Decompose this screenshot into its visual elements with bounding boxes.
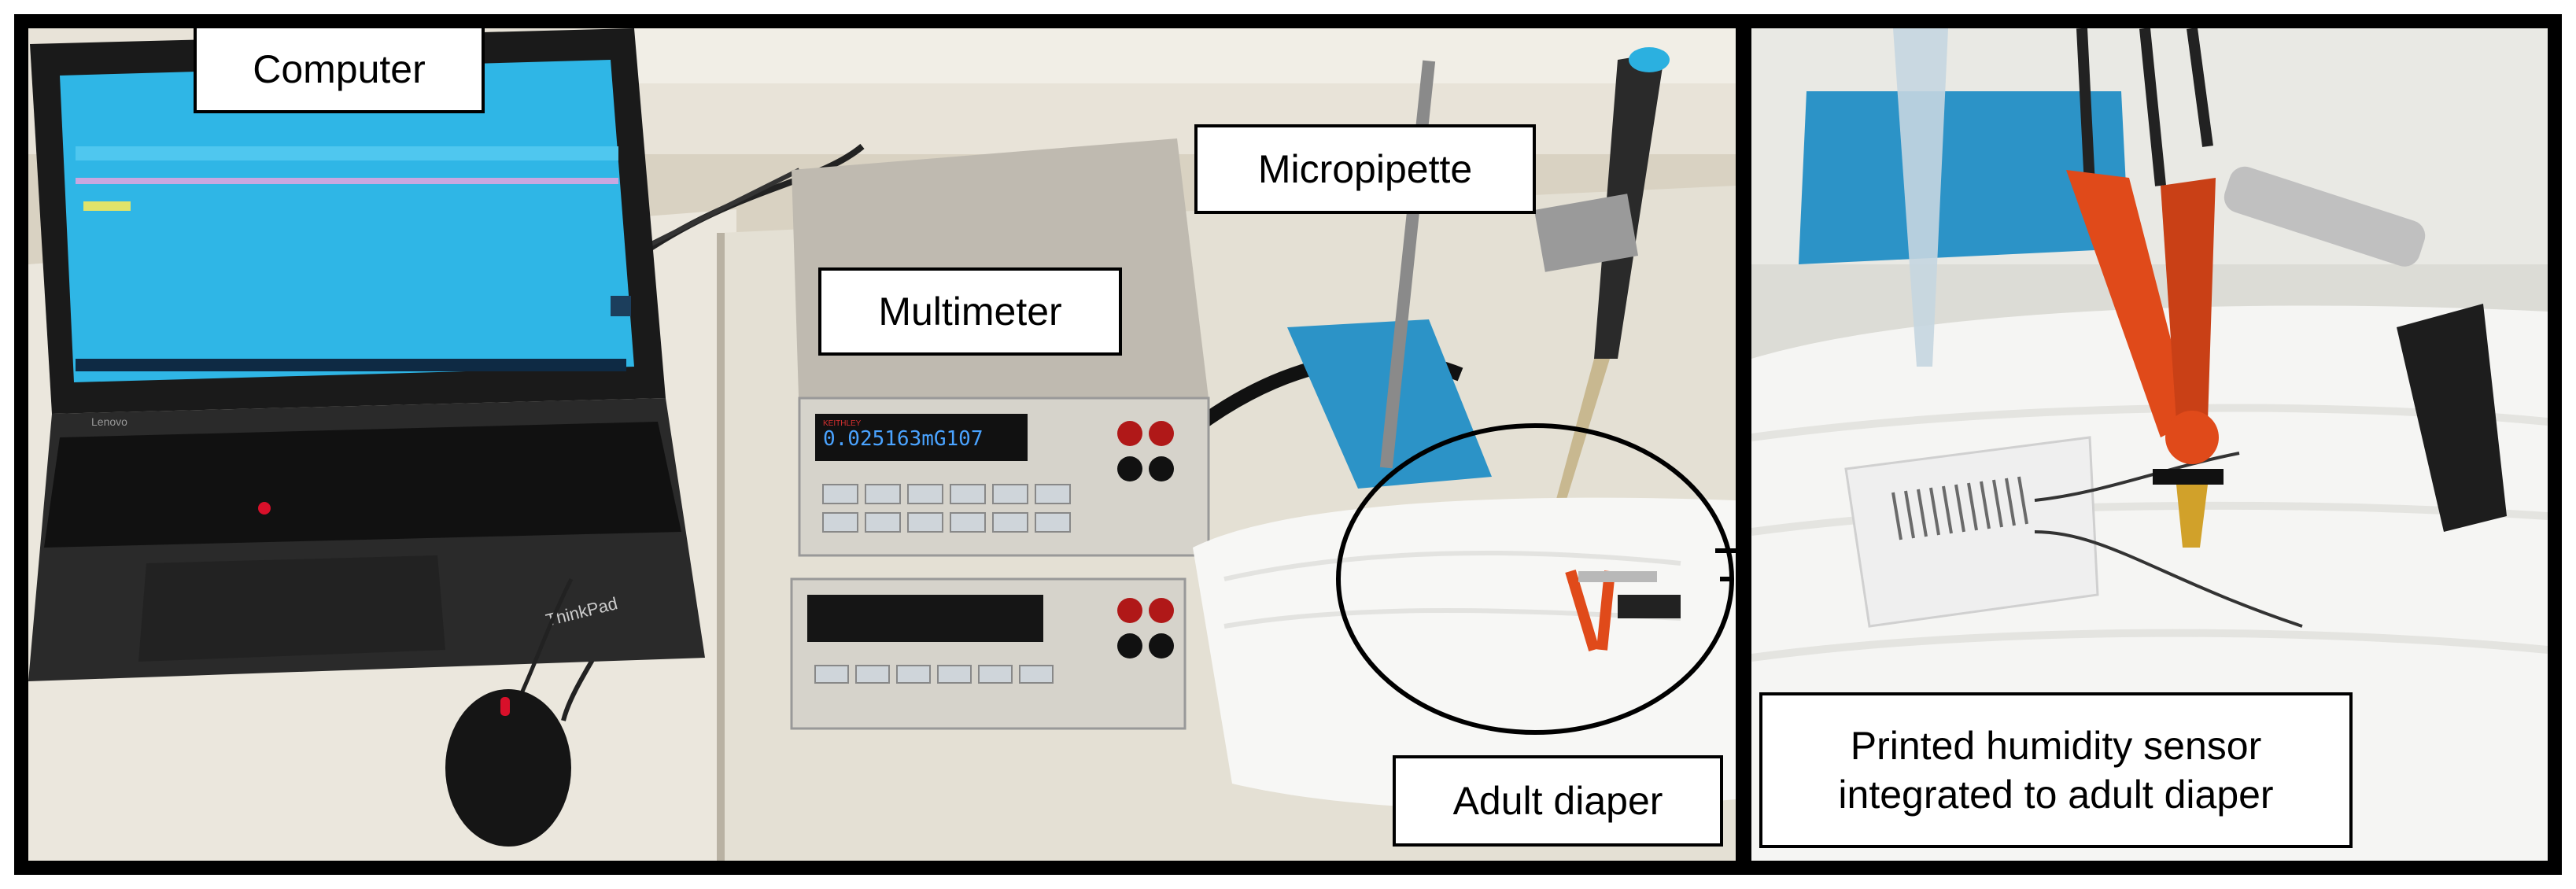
sensor-label-line-2: integrated to adult diaper bbox=[1838, 773, 2274, 817]
printed-humidity-sensor bbox=[1844, 436, 2099, 628]
sensor-electrode-pattern bbox=[1891, 476, 2028, 540]
sensor-clips bbox=[1565, 569, 1681, 652]
lab-setup-scene: ThinkPad Lenovo 0.025163mG107 KEITHLEY bbox=[28, 28, 1736, 861]
multimeter-stack: 0.025163mG107 KEITHLEY bbox=[790, 138, 1210, 730]
computer-label: Computer bbox=[194, 25, 485, 113]
laptop-vendor: Lenovo bbox=[91, 415, 127, 428]
micropipette-label: Micropipette bbox=[1194, 124, 1536, 214]
lab-setup-photo: ThinkPad Lenovo 0.025163mG107 KEITHLEY bbox=[28, 28, 1736, 861]
multimeter-brand: KEITHLEY bbox=[823, 419, 862, 428]
laptop: ThinkPad Lenovo bbox=[28, 28, 705, 681]
alligator-clips bbox=[2066, 28, 2507, 548]
adult-diaper-label: Adult diaper bbox=[1393, 755, 1723, 847]
micropipette bbox=[1533, 47, 1670, 563]
pipette-tip bbox=[1893, 28, 1948, 367]
computer-mouse bbox=[445, 577, 574, 847]
multimeter-display-reading: 0.025163mG107 bbox=[823, 427, 984, 451]
multimeter-label: Multimeter bbox=[818, 267, 1122, 356]
sensor-label-line-1: Printed humidity sensor bbox=[1850, 723, 2262, 768]
trackpoint-icon bbox=[258, 502, 271, 515]
sensor-label: Printed humidity sensor integrated to ad… bbox=[1759, 692, 2353, 848]
stand-base-plate-closeup bbox=[1799, 91, 2129, 264]
